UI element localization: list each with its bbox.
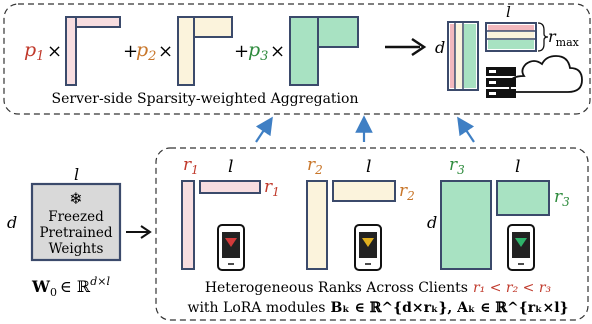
client1-r-label: r1: [183, 155, 199, 177]
result-d-label: d: [435, 38, 445, 57]
weights-line-1: Freezed: [48, 209, 104, 225]
client3-l-label: l: [515, 157, 520, 177]
client-3: r3 l d r3: [427, 155, 570, 271]
base-d-label: d: [7, 213, 17, 232]
rmax-brace: [537, 22, 549, 52]
aggregate-arrow: [385, 37, 427, 57]
lora-matrix-2: [177, 16, 233, 86]
client-1: r1 l r1: [181, 155, 280, 271]
phone-green-icon: [507, 224, 535, 271]
client3-r-right: r3: [554, 187, 570, 209]
phone-yellow-icon: [354, 224, 382, 271]
rmax-label: rmax: [548, 27, 580, 49]
client-2: r2 l r2: [306, 155, 415, 271]
phone-red-icon: [217, 224, 245, 271]
server-cloud-icon: [486, 55, 583, 98]
client-d-label: d: [427, 213, 437, 232]
aggregated-b-matrix: [447, 21, 479, 91]
coef-p3: p3: [248, 39, 268, 64]
client2-r-label: r2: [307, 155, 323, 177]
coef-p1: p1: [24, 39, 44, 64]
pretrained-weights-box: [30, 182, 122, 262]
weights-line-3: Weights: [49, 241, 104, 257]
client2-r-right: r2: [399, 181, 415, 203]
aggregated-a-matrix: [485, 22, 537, 52]
clients-panel: [155, 147, 589, 321]
times-2: ×: [158, 41, 173, 62]
plus-2: +: [123, 41, 138, 62]
coef-p2: p2: [136, 39, 156, 64]
times-3: ×: [270, 41, 285, 62]
server-panel: [3, 3, 591, 115]
lora-matrix-3: [289, 16, 359, 86]
client1-r-right: r1: [264, 177, 280, 199]
base-l-label: l: [74, 165, 79, 184]
w0-formula: W0∈ ℝd×l: [31, 275, 110, 299]
lora-matrix-1: [65, 16, 121, 86]
server-caption: Server-side Sparsity-weighted Aggregatio…: [52, 91, 359, 107]
result-l-label: l: [506, 3, 511, 21]
base-to-clients-arrow: [126, 225, 152, 239]
times-1: ×: [47, 41, 62, 62]
plus-3: +: [234, 41, 249, 62]
upload-arrows: [255, 115, 475, 143]
client3-r-label: r3: [449, 155, 465, 177]
client1-l-label: l: [228, 157, 233, 177]
client2-l-label: l: [366, 157, 371, 177]
weights-line-2: Pretrained: [39, 225, 112, 241]
snowflake-icon: ❄: [69, 189, 82, 208]
